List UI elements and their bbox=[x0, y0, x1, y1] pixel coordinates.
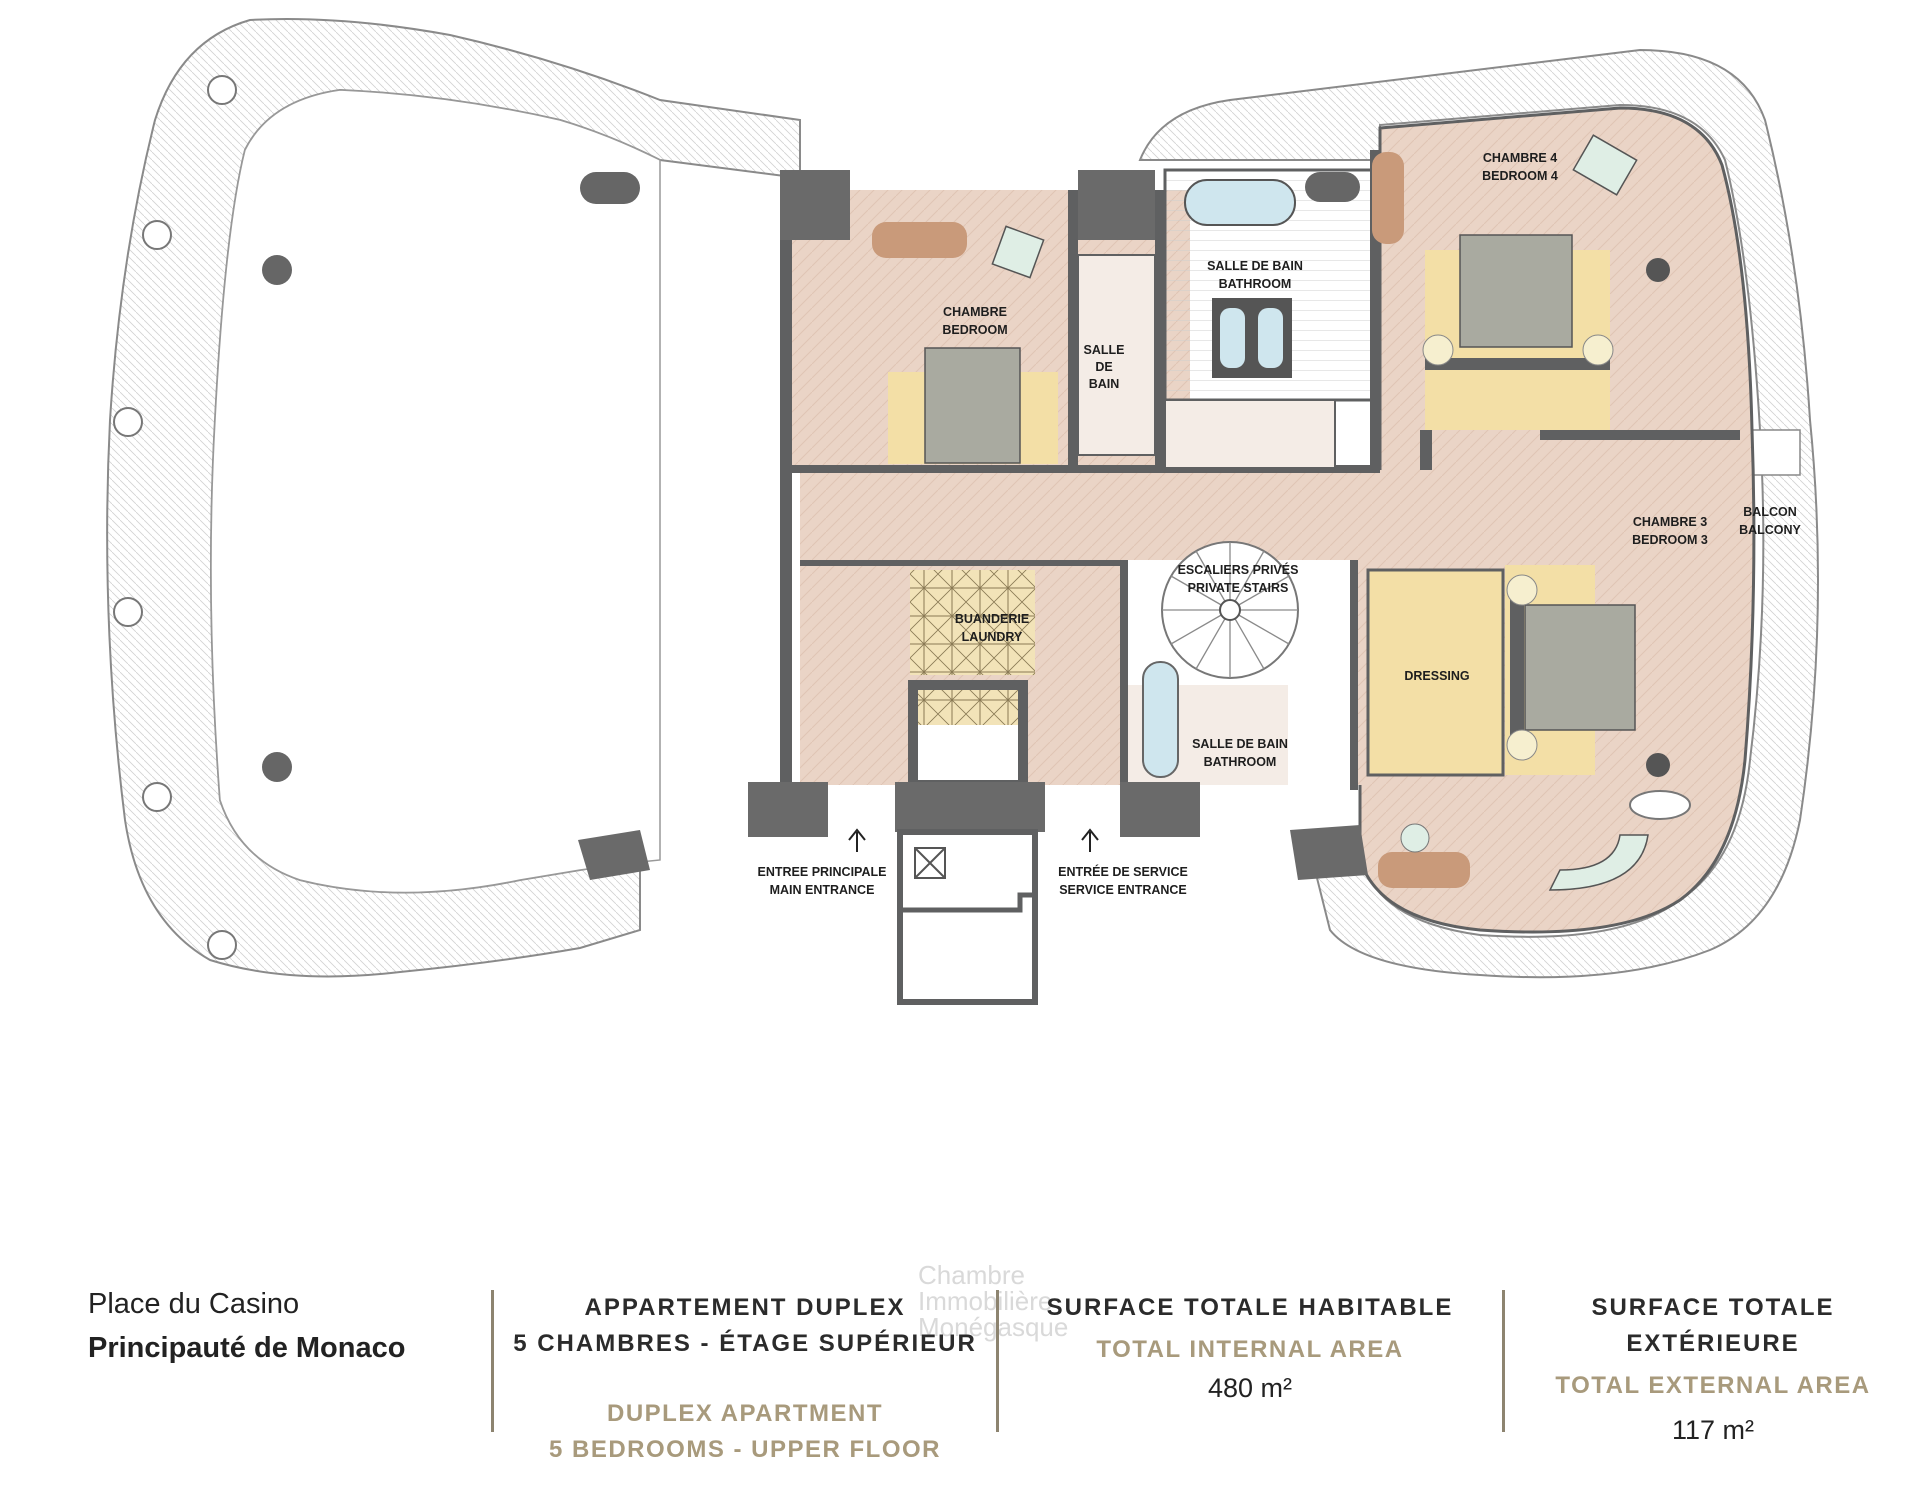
label-bedroom-1: BEDROOM bbox=[942, 323, 1007, 337]
furniture bbox=[872, 134, 1691, 891]
label-bathroom-top: BATHROOM bbox=[1219, 277, 1292, 291]
label-private-stairs: PRIVATE STAIRS bbox=[1188, 581, 1289, 595]
label-chambre-3: CHAMBRE 3 bbox=[1633, 515, 1707, 529]
label-escaliers: ESCALIERS PRIVÉS bbox=[1178, 562, 1299, 577]
floor-plan: CHAMBRE BEDROOM SALLE DE BAIN SALLE DE B… bbox=[106, 18, 1819, 1005]
label-balcon: BALCON bbox=[1743, 505, 1796, 519]
label-balcony: BALCONY bbox=[1739, 523, 1801, 537]
label-main-entrance: MAIN ENTRANCE bbox=[770, 883, 875, 897]
left-terrace bbox=[106, 18, 801, 978]
label-service-entrance: SERVICE ENTRANCE bbox=[1059, 883, 1187, 897]
label-bedroom-3: BEDROOM 3 bbox=[1632, 533, 1708, 547]
apartment-fr-line2: 5 CHAMBRES - ÉTAGE SUPÉRIEUR bbox=[513, 1330, 977, 1357]
apartment-info: APPARTEMENT DUPLEX 5 CHAMBRES - ÉTAGE SU… bbox=[495, 1290, 995, 1468]
label-salle-de-bain-mid: SALLE DE BAIN bbox=[1192, 737, 1288, 751]
main-entrance-arrow-icon bbox=[848, 828, 866, 852]
apartment-fr-line1: APPARTEMENT DUPLEX bbox=[584, 1294, 906, 1321]
label-bain-1: BAIN bbox=[1089, 377, 1120, 391]
label-chambre-1: CHAMBRE bbox=[943, 305, 1007, 319]
service-entrance-arrow-icon bbox=[1081, 828, 1099, 852]
label-bathroom-mid: BATHROOM bbox=[1204, 755, 1277, 769]
footer-divider-2 bbox=[996, 1290, 999, 1432]
external-area: SURFACE TOTALE EXTÉRIEURE TOTAL EXTERNAL… bbox=[1506, 1290, 1920, 1450]
label-salle-1: SALLE bbox=[1084, 343, 1125, 357]
label-chambre-4: CHAMBRE 4 bbox=[1483, 151, 1557, 165]
internal-area-value: 480 m² bbox=[1207, 1373, 1293, 1403]
label-bedroom-4: BEDROOM 4 bbox=[1482, 169, 1558, 183]
location-line2: Principauté de Monaco bbox=[88, 1332, 406, 1364]
location-line1: Place du Casino bbox=[88, 1288, 300, 1320]
room-labels: CHAMBRE BEDROOM SALLE DE BAIN SALLE DE B… bbox=[758, 151, 1802, 897]
label-salle-de-bain-top: SALLE DE BAIN bbox=[1207, 259, 1303, 273]
external-area-fr-line1: SURFACE TOTALE bbox=[1591, 1294, 1835, 1321]
label-laundry: LAUNDRY bbox=[962, 630, 1023, 644]
label-dressing: DRESSING bbox=[1404, 669, 1469, 683]
internal-area: SURFACE TOTALE HABITABLE TOTAL INTERNAL … bbox=[1000, 1290, 1500, 1408]
footer-divider-3 bbox=[1502, 1290, 1505, 1432]
footer-divider-1 bbox=[491, 1290, 494, 1432]
label-entree-principale: ENTREE PRINCIPALE bbox=[758, 865, 887, 879]
internal-area-fr: SURFACE TOTALE HABITABLE bbox=[1046, 1294, 1454, 1321]
apartment-en-line1: DUPLEX APARTMENT bbox=[607, 1400, 883, 1427]
apartment-en-line2: 5 BEDROOMS - UPPER FLOOR bbox=[548, 1436, 942, 1463]
watermark: Chambre Immobilière Monégasque bbox=[918, 1260, 1069, 1342]
external-area-en: TOTAL EXTERNAL AREA bbox=[1555, 1372, 1871, 1399]
label-buanderie: BUANDERIE bbox=[955, 612, 1029, 626]
external-area-value: 117 m² bbox=[1671, 1415, 1755, 1445]
label-de-1: DE bbox=[1095, 360, 1112, 374]
internal-area-en: TOTAL INTERNAL AREA bbox=[1096, 1336, 1404, 1363]
label-entree-service: ENTRÉE DE SERVICE bbox=[1058, 864, 1188, 879]
external-area-fr-line2: EXTÉRIEURE bbox=[1626, 1330, 1800, 1357]
